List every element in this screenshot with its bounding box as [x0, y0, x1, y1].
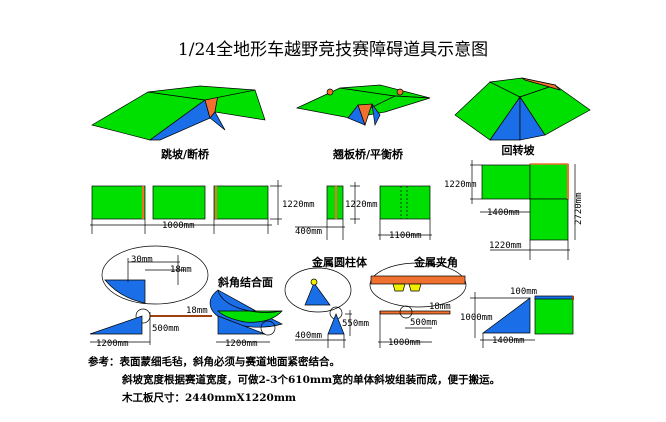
dim-seesaw-height: 1220mm [345, 200, 378, 210]
turn-ramp-3d [454, 77, 591, 141]
bevel-detail [209, 289, 283, 343]
dim-clamp-18mm: 18mm [429, 302, 451, 312]
dim-turn-height: 1220mm [444, 180, 477, 190]
dim-seesaw-width: 400mm [295, 227, 322, 237]
diagram-title: 1/24全地形车越野竞技赛障碍道具示意图 [178, 39, 488, 60]
notes-line1: 表面蒙细毛毡，斜角必须与赛道地面紧密结合。 [119, 356, 341, 368]
jump-ramp-detail [89, 245, 212, 345]
notes-prefix: 参考： [88, 356, 120, 368]
notes-line2: 斜坡宽度根据赛道宽度，可做2-3个610mm宽的单体斜坡组装而成，便于搬运。 [122, 374, 501, 386]
label-clamp: 金属夹角 [413, 255, 458, 269]
dim-turn-total: 2720mm [574, 192, 584, 225]
cylinder-detail [284, 267, 352, 348]
dim-bevel-1200mm: 1200mm [225, 339, 258, 349]
dim-turn-width: 1400mm [487, 208, 520, 218]
notes-line3: 木工板尺寸：2440mmX1220mm [122, 392, 297, 404]
notes: 参考：表面蒙细毛毡，斜角必须与赛道地面紧密结合。 [88, 354, 340, 369]
dim-clamp-1000mm: 1000mm [388, 338, 421, 348]
label-turn-ramp: 回转坡 [502, 143, 536, 157]
dim-500mm: 500mm [152, 324, 179, 334]
seesaw-3d [295, 84, 431, 127]
label-jump-bridge: 跳坡/断桥 [161, 147, 210, 161]
dim-clamp-500mm: 500mm [410, 318, 437, 328]
seesaw-top-view [295, 182, 432, 240]
label-seesaw: 翘板桥/平衡桥 [332, 147, 404, 161]
dim-jump-height: 1220mm [282, 200, 315, 210]
dim-1200mm: 1200mm [96, 339, 129, 349]
dim-turn-bottom: 1220mm [489, 241, 522, 251]
dim-30mm: 30mm [131, 255, 153, 265]
label-cylinder: 金属圆柱体 [311, 255, 368, 269]
dim-cyl-400mm: 400mm [295, 331, 322, 341]
jump-top-view [90, 180, 282, 234]
dim-550mm: 550mm [342, 319, 369, 329]
jump-bridge-3d [91, 85, 266, 141]
turn-ramp-side [470, 292, 574, 348]
clamp-detail [369, 262, 467, 348]
turn-top-view [470, 160, 576, 260]
dim-side-1400mm: 1400mm [492, 336, 525, 346]
dim-side-1000mm: 1000mm [460, 313, 493, 323]
dim-seesaw-length: 1100mm [389, 231, 422, 241]
dim-jump-width: 1000mm [162, 221, 195, 231]
label-bevel: 斜角结合面 [217, 275, 273, 289]
dim-18mm-board: 18mm [186, 306, 208, 316]
dim-18mm: 18mm [170, 265, 192, 275]
dim-100mm: 100mm [510, 287, 537, 297]
